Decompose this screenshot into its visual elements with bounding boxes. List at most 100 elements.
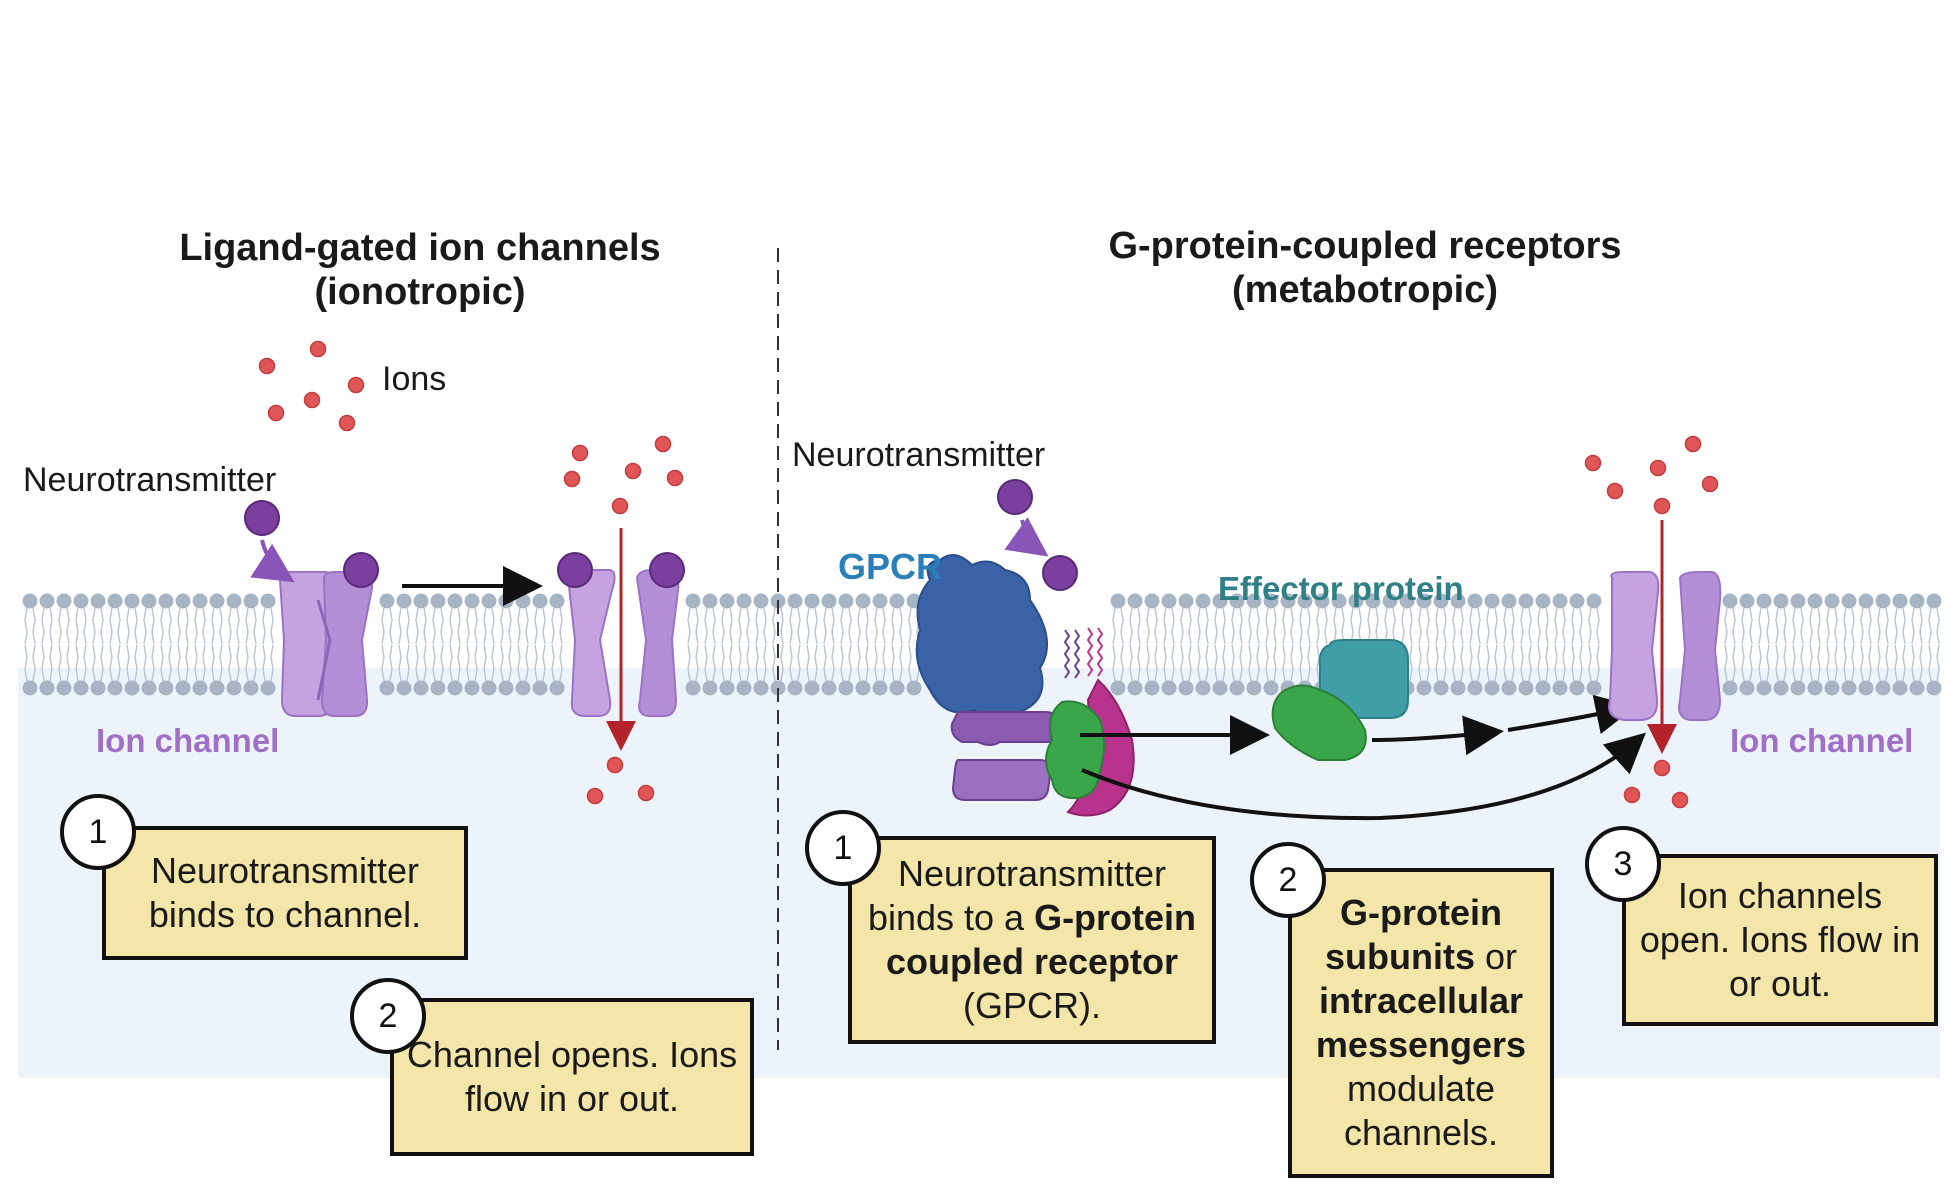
lipid-tail	[1741, 644, 1753, 682]
gpcr-label: GPCR	[838, 546, 943, 587]
lipid-head	[56, 680, 72, 696]
lipid-head	[1195, 593, 1211, 609]
ion-dot	[1623, 786, 1641, 804]
lipid-head	[1739, 593, 1755, 609]
ion-dot	[1671, 791, 1689, 809]
lipid-head	[447, 593, 463, 609]
title-ligand-gated: Ligand-gated ion channels (ionotropic)	[160, 226, 680, 314]
lipid-tail	[1792, 607, 1804, 645]
lipid-head	[209, 593, 225, 609]
lipid-tail	[177, 644, 189, 682]
ion-channel-label-right: Ion channel	[1730, 722, 1914, 759]
lipid-head	[1212, 680, 1228, 696]
lipid-head	[226, 593, 242, 609]
lipid-head	[1756, 680, 1772, 696]
lipid-head	[1535, 593, 1551, 609]
ion-dot	[654, 435, 672, 453]
lipid-head	[1773, 593, 1789, 609]
lipid-tail	[381, 644, 393, 682]
lipid-head	[1739, 680, 1755, 696]
lipid-tail	[1486, 644, 1498, 682]
lipid-tail	[874, 644, 886, 682]
right-step-1-box: Neurotransmitter binds to a G-protein co…	[848, 836, 1216, 1044]
lipid-tail	[1809, 644, 1821, 682]
lipid-tail	[1163, 607, 1175, 645]
effector-protein-label: Effector protein	[1218, 570, 1464, 607]
lipid-tail	[857, 607, 869, 645]
lipid-tail	[466, 644, 478, 682]
lipid-tail	[262, 607, 274, 645]
lipid-head	[1824, 593, 1840, 609]
title-ligand-gated-line1: Ligand-gated ion channels	[179, 227, 661, 269]
lipid-tail	[534, 644, 546, 682]
lipid-head	[498, 593, 514, 609]
lipid-tail	[228, 644, 240, 682]
lipid-head	[821, 593, 837, 609]
lipid-tail	[1792, 644, 1804, 682]
lipid-head	[685, 593, 701, 609]
lipid-head	[1127, 593, 1143, 609]
ion-dot	[303, 391, 321, 409]
lipid-head	[889, 593, 905, 609]
ion-dot	[1649, 459, 1667, 477]
lipid-tail	[262, 644, 274, 682]
ion-dot	[1606, 482, 1624, 500]
lipid-tail	[1843, 607, 1855, 645]
neurotransmitter-free-left	[244, 500, 280, 536]
lipid-head	[260, 593, 276, 609]
lipid-head	[787, 593, 803, 609]
lipid-tail	[160, 644, 172, 682]
lipid-head	[1501, 680, 1517, 696]
lipid-tail	[1537, 644, 1549, 682]
lipid-head	[1331, 593, 1347, 609]
lipid-head	[1569, 680, 1585, 696]
ion-dot	[611, 497, 629, 515]
lipid-tail	[1282, 607, 1294, 645]
lipid-tail	[1928, 607, 1940, 645]
neurotransmitter-label-right: Neurotransmitter	[792, 436, 1046, 474]
lipid-head	[1399, 593, 1415, 609]
ion-dot	[1653, 759, 1671, 777]
lipid-tail	[755, 607, 767, 645]
lipid-tail	[109, 644, 121, 682]
lipid-head	[464, 680, 480, 696]
lipid-head	[243, 680, 259, 696]
lipid-tail	[1554, 644, 1566, 682]
lipid-tail	[772, 607, 784, 645]
lipid-tail	[1503, 644, 1515, 682]
lipid-tail	[1231, 607, 1243, 645]
lipid-tail	[143, 644, 155, 682]
lipid-head	[532, 593, 548, 609]
lipid-head	[804, 680, 820, 696]
lipid-head	[1161, 680, 1177, 696]
lipid-head	[90, 593, 106, 609]
lipid-tail	[126, 644, 138, 682]
lipid-tail	[1299, 644, 1311, 682]
lipid-tail	[1180, 644, 1192, 682]
ion-dot	[571, 444, 589, 462]
lipid-head	[1552, 680, 1568, 696]
lipid-tail	[738, 644, 750, 682]
lipid-head	[430, 680, 446, 696]
lipid-tail	[738, 607, 750, 645]
lipid-tail	[1401, 607, 1413, 645]
lipid-head	[1467, 680, 1483, 696]
lipid-head	[1433, 680, 1449, 696]
right-step-2-mid: or	[1474, 936, 1517, 977]
right-step-1-post: (GPCR).	[963, 985, 1101, 1026]
lipid-tail	[398, 644, 410, 682]
lipid-head	[1807, 680, 1823, 696]
lipid-tail	[58, 644, 70, 682]
lipid-head	[141, 593, 157, 609]
lipid-tail	[1826, 644, 1838, 682]
lipid-tail	[245, 607, 257, 645]
lipid-tail	[160, 607, 172, 645]
lipid-head	[1229, 680, 1245, 696]
lipid-tail	[41, 607, 53, 645]
lipid-head	[260, 680, 276, 696]
lipid-head	[1195, 680, 1211, 696]
lipid-tail	[211, 607, 223, 645]
lipid-tail	[840, 607, 852, 645]
lipid-tail	[75, 644, 87, 682]
ion-dot	[563, 470, 581, 488]
